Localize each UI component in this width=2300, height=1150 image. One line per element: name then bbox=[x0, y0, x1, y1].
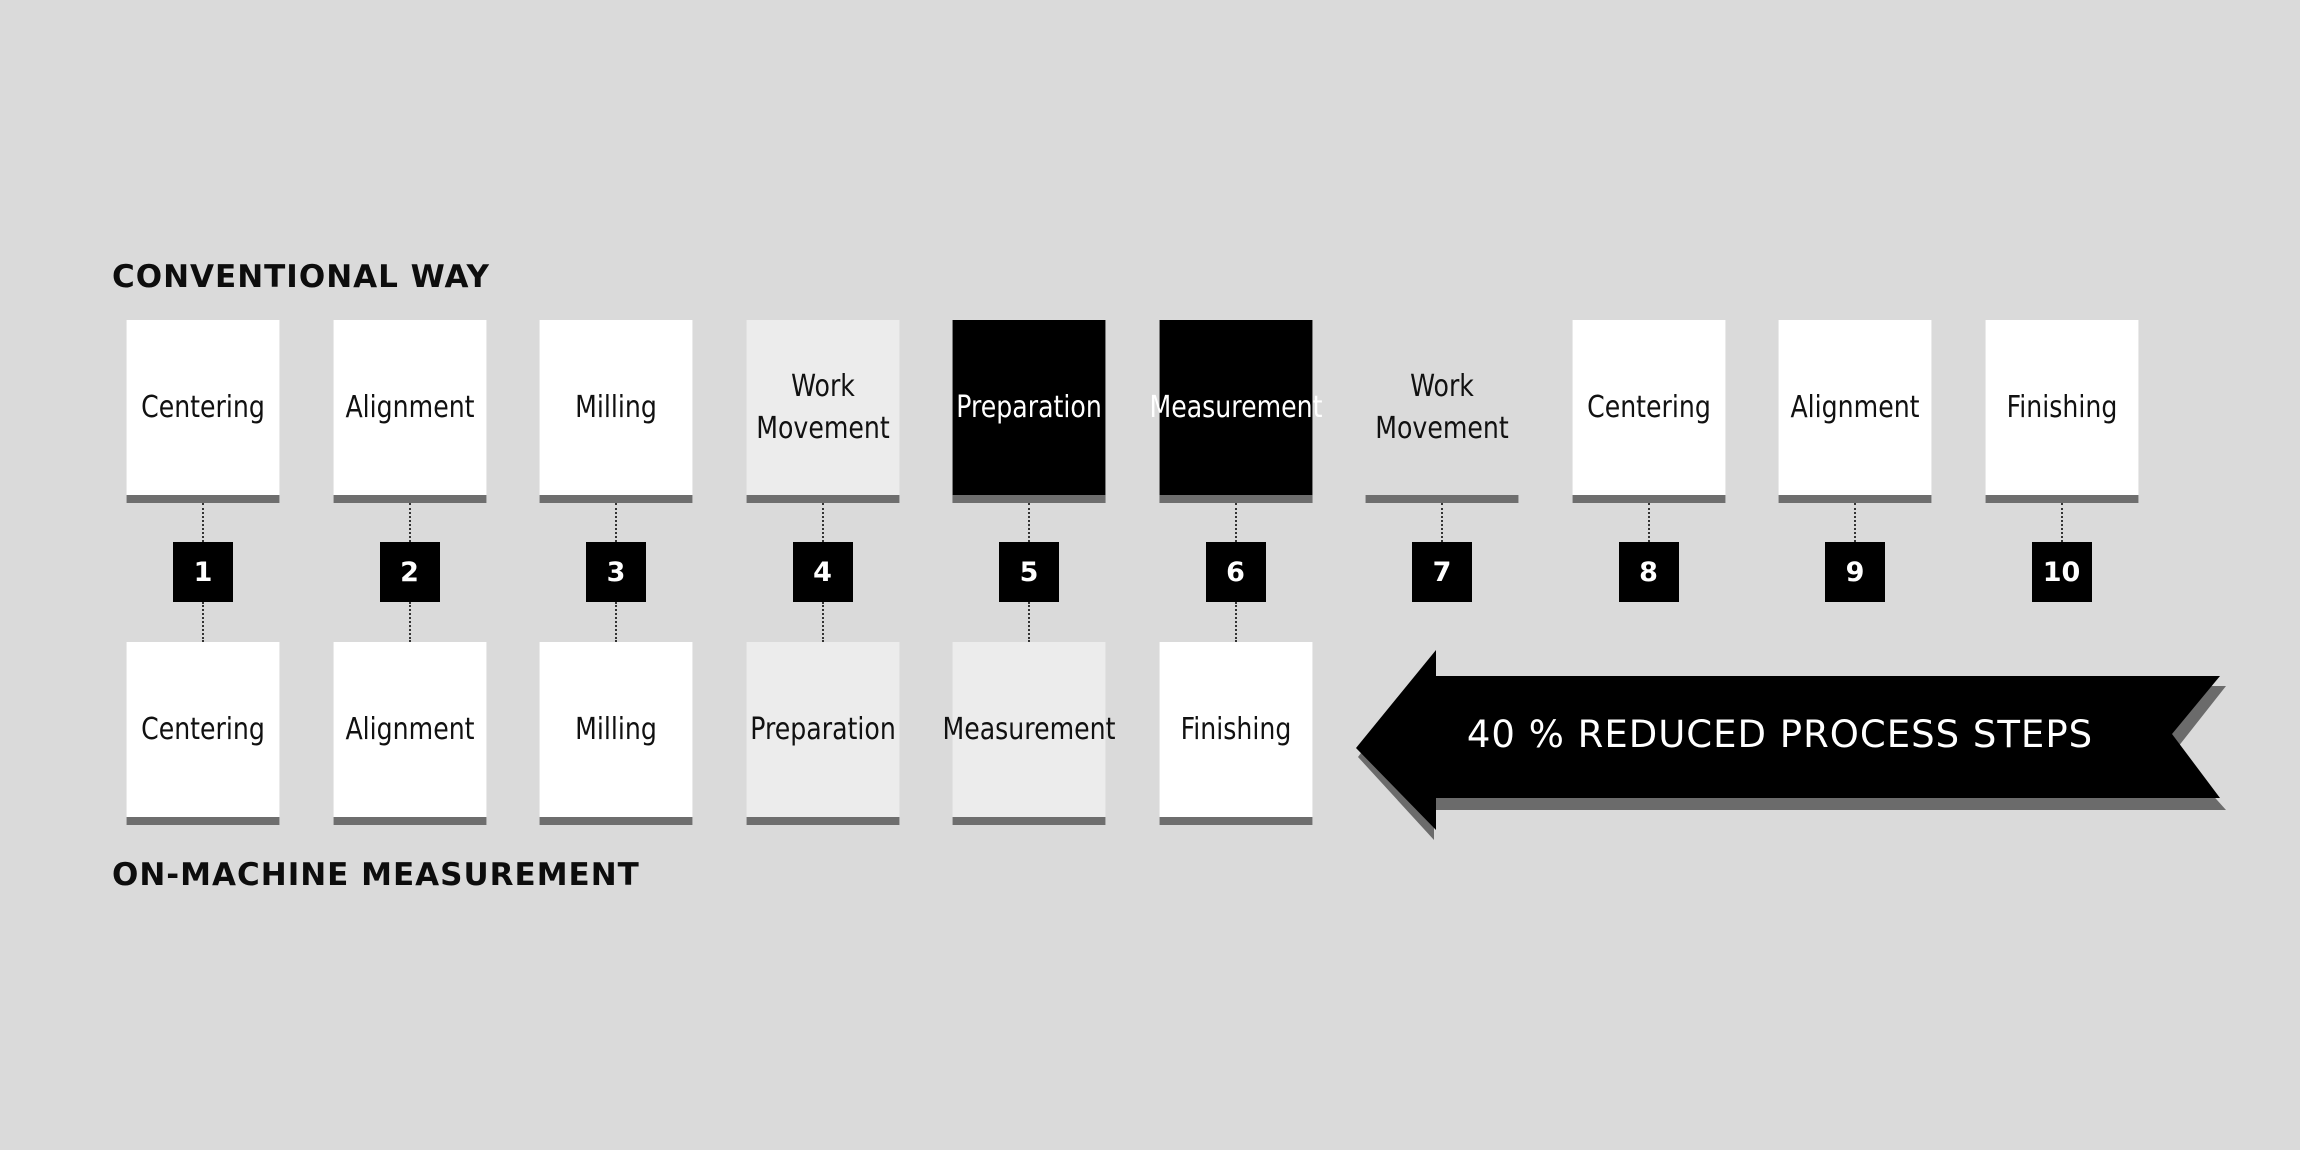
conventional-step-6: Measurement bbox=[1149, 320, 1322, 503]
omm-step-label: Finishing bbox=[1180, 711, 1291, 747]
on-machine-measurement-title: ON-MACHINE MEASUREMENT bbox=[112, 857, 640, 893]
step-number-badge: 10 bbox=[2031, 542, 2092, 602]
omm-step-2: Alignment bbox=[333, 642, 486, 825]
conventional-step-label: Alignment bbox=[344, 389, 475, 425]
step-number-badge: 2 bbox=[379, 542, 440, 602]
step-number-badge: 6 bbox=[1205, 542, 1266, 602]
omm-step-label: Preparation bbox=[749, 711, 896, 747]
conventional-step-label: Work Movement bbox=[1375, 368, 1509, 446]
conventional-step-8: Centering bbox=[1572, 320, 1725, 503]
conventional-step-label: Centering bbox=[141, 389, 265, 425]
conventional-step-label: Alignment bbox=[1790, 389, 1920, 425]
conventional-step-1: Centering bbox=[126, 320, 280, 503]
step-connector-upper bbox=[408, 503, 411, 542]
omm-step-label: Alignment bbox=[344, 711, 475, 747]
step-connector-lower bbox=[821, 602, 824, 642]
step-number-badge: 4 bbox=[792, 542, 853, 602]
step-number-badge: 3 bbox=[586, 542, 646, 602]
step-connector-upper bbox=[2060, 503, 2063, 542]
step-connector-upper bbox=[1234, 503, 1237, 542]
step-connector-lower bbox=[408, 602, 411, 642]
step-number-badge: 9 bbox=[1825, 542, 1885, 602]
step-number-badge: 8 bbox=[1618, 542, 1679, 602]
step-number-badge: 1 bbox=[173, 542, 233, 602]
omm-step-3: Milling bbox=[539, 642, 693, 825]
conventional-step-9: Alignment bbox=[1778, 320, 1932, 503]
omm-step-4: Preparation bbox=[746, 642, 899, 825]
arrow-body bbox=[1356, 650, 2220, 830]
conventional-step-4: Work Movement bbox=[746, 320, 899, 503]
step-connector-upper bbox=[1028, 503, 1030, 542]
conventional-way-title: CONVENTIONAL WAY bbox=[112, 259, 490, 295]
step-connector-lower bbox=[202, 602, 204, 642]
step-connector-lower bbox=[1028, 602, 1030, 642]
step-connector-upper bbox=[1647, 503, 1650, 542]
step-connector-upper bbox=[1441, 503, 1443, 542]
step-connector-lower bbox=[615, 602, 617, 642]
conventional-step-5: Preparation bbox=[952, 320, 1106, 503]
step-connector-lower bbox=[1234, 602, 1237, 642]
conventional-step-label: Centering bbox=[1586, 389, 1711, 425]
step-connector-upper bbox=[1854, 503, 1856, 542]
omm-step-6: Finishing bbox=[1159, 642, 1312, 825]
conventional-step-label: Work Movement bbox=[755, 368, 890, 446]
conventional-step-3: Milling bbox=[539, 320, 693, 503]
conventional-step-label: Measurement bbox=[1148, 389, 1323, 425]
omm-step-label: Measurement bbox=[942, 711, 1116, 747]
omm-step-label: Milling bbox=[575, 711, 657, 747]
conventional-step-label: Finishing bbox=[2006, 389, 2117, 425]
step-connector-upper bbox=[615, 503, 617, 542]
omm-step-5: Measurement bbox=[942, 642, 1116, 825]
step-number-badge: 5 bbox=[999, 542, 1059, 602]
reduced-steps-text: 40 % REDUCED PROCESS STEPS bbox=[1466, 713, 2094, 756]
step-connector-upper bbox=[202, 503, 204, 542]
conventional-step-10: Finishing bbox=[1985, 320, 2138, 503]
step-number-badge: 7 bbox=[1412, 542, 1472, 602]
conventional-step-label: Milling bbox=[575, 389, 657, 425]
reduced-steps-arrow bbox=[1356, 650, 2226, 840]
omm-step-1: Centering bbox=[126, 642, 280, 825]
conventional-step-7: Work Movement bbox=[1365, 320, 1519, 503]
conventional-step-label: Preparation bbox=[956, 389, 1102, 425]
omm-step-label: Centering bbox=[141, 711, 265, 747]
step-connector-upper bbox=[821, 503, 824, 542]
conventional-step-2: Alignment bbox=[333, 320, 486, 503]
